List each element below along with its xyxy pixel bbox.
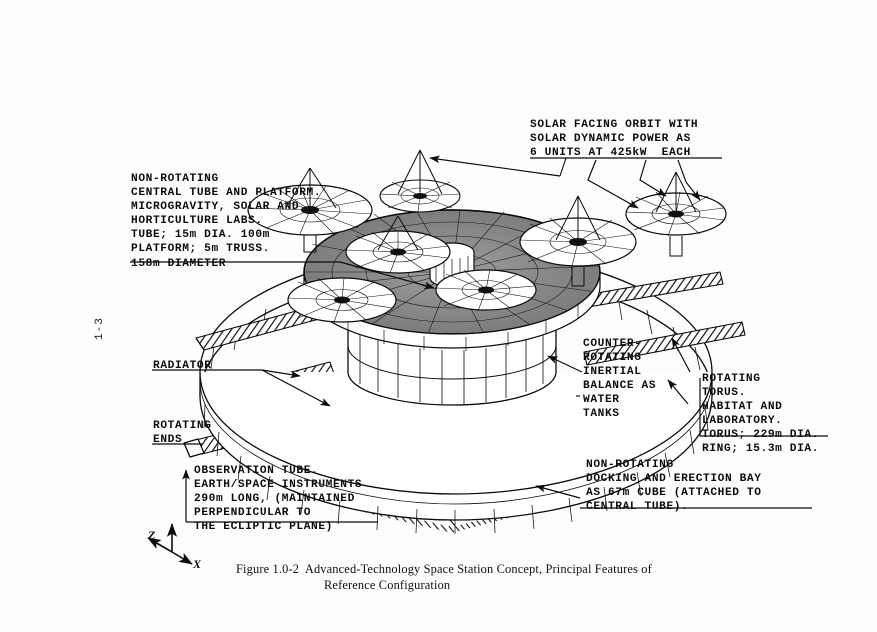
observation-tube-callout: OBSERVATION TUBE. EARTH/SPACE INSTRUMENT… [194,465,363,534]
solar-power-callout: SOLAR FACING ORBIT WITH SOLAR DYNAMIC PO… [530,119,699,160]
figure-caption: Figure 1.0-2 Advanced-Technology Space S… [236,562,652,592]
inertial-balance-callout: COUNTER- ROTATING INERTIAL BALANCE AS WA… [583,338,657,421]
solar-collector-unit [345,215,451,274]
solar-collector-unit [287,277,397,323]
leader-torus-bracket [699,378,828,437]
central-tube-callout: NON-ROTATING CENTRAL TUBE AND PLATFORM. … [131,173,322,270]
rotating-ends-callout: ROTATING ENDS [153,420,212,447]
solar-dynamic-collectors [247,149,727,323]
solar-collector-unit [247,167,373,253]
axis-z [147,537,173,553]
solar-collector-unit [435,268,537,312]
axis-x-label: X [193,557,202,571]
axis-triad [147,523,193,565]
solar-collector-unit [519,195,637,287]
radiator-arm-right [583,321,746,366]
axis-z-label: Z [148,528,156,542]
leader-central-tube-arrow [339,261,435,290]
leader-lines [130,155,828,523]
page-number: 1-3 [94,317,106,340]
docking-bay-callout: NON-ROTATING DOCKING AND ERECTION BAY AS… [586,459,762,514]
solar-collector-unit [625,171,727,257]
solar-collector-unit [379,149,461,213]
rotating-torus-callout: ROTATING TORUS. HABITAT AND LABORATORY. … [702,373,820,456]
axis-x [171,551,193,565]
radiator-callout: RADIATOR [153,360,212,372]
